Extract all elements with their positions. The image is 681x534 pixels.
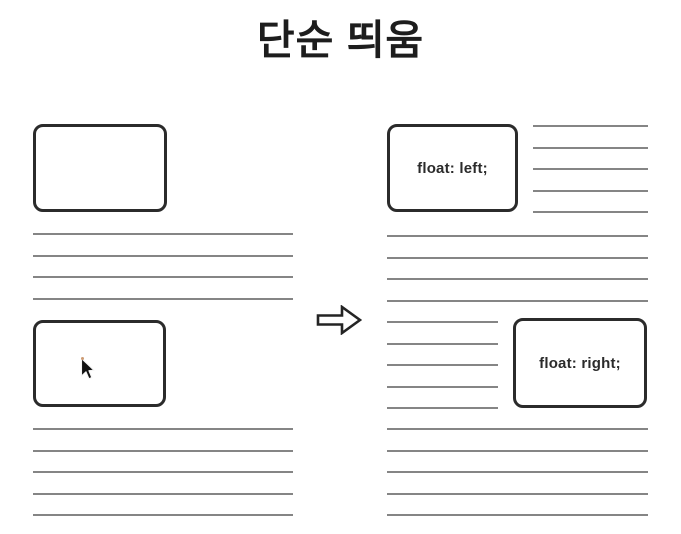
text-line xyxy=(387,428,648,430)
text-line xyxy=(387,514,648,517)
text-lines-group xyxy=(387,321,498,410)
float-left-label: float: left; xyxy=(417,159,488,177)
cursor-tip-dot xyxy=(81,357,84,360)
text-line xyxy=(387,471,648,474)
text-line xyxy=(33,297,293,300)
text-lines-group xyxy=(533,125,648,214)
text-line xyxy=(387,299,648,302)
text-line xyxy=(33,449,293,452)
text-line xyxy=(387,407,498,410)
plain-box-bottom xyxy=(33,320,166,407)
text-line xyxy=(533,125,648,127)
right-arrow-icon xyxy=(316,304,363,340)
text-line xyxy=(33,254,293,257)
text-line xyxy=(387,385,498,388)
document-before-panel xyxy=(33,124,293,517)
text-line xyxy=(387,278,648,281)
cursor-icon xyxy=(78,357,95,386)
text-lines-group xyxy=(387,428,648,517)
text-lines-group xyxy=(33,233,293,300)
text-line xyxy=(387,492,648,495)
text-line xyxy=(533,189,648,192)
text-lines-group xyxy=(387,235,648,302)
text-lines-group xyxy=(33,428,293,517)
page-title: 단순 띄움 xyxy=(256,17,425,63)
float-right-label: float: right; xyxy=(539,354,621,372)
text-line xyxy=(387,364,498,367)
text-line xyxy=(33,276,293,279)
float-left-box: float: left; xyxy=(387,124,518,212)
float-right-box: float: right; xyxy=(513,318,647,408)
text-line xyxy=(33,514,293,517)
text-line xyxy=(33,233,293,235)
text-line xyxy=(387,342,498,345)
text-line xyxy=(387,321,498,323)
text-line xyxy=(387,235,648,237)
text-line xyxy=(33,428,293,430)
plain-box-top xyxy=(33,124,167,212)
text-line xyxy=(387,256,648,259)
text-line xyxy=(387,449,648,452)
text-line xyxy=(533,146,648,149)
text-line xyxy=(33,492,293,495)
text-line xyxy=(33,471,293,474)
document-after-panel: float: left; float: right; xyxy=(387,124,648,517)
text-line xyxy=(533,168,648,171)
text-line xyxy=(533,211,648,214)
